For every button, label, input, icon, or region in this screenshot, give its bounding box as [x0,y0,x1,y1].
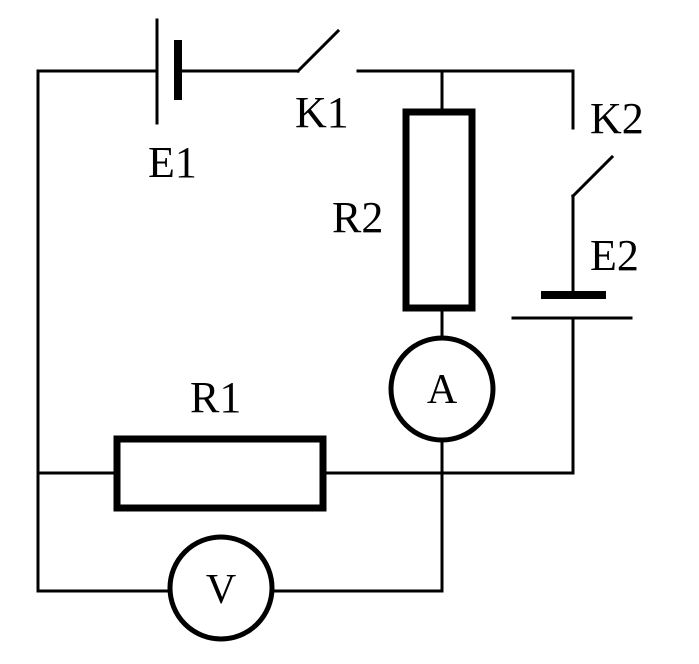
ammeter-label: A [427,367,458,413]
wires [36,69,575,593]
label-r2: R2 [332,193,383,242]
label-e1: E1 [148,138,197,187]
battery-e1 [155,18,182,125]
ammeter-circle [388,335,496,443]
label-k1: K1 [295,88,349,137]
switch-k2 [570,154,615,199]
resistor-r2 [402,108,476,312]
ammeter: A [388,335,496,443]
switch-k1 [295,28,341,74]
label-r1: R1 [190,373,241,422]
label-e2: E2 [590,231,639,280]
voltmeter-circle [167,534,275,642]
label-k2: K2 [590,94,644,143]
battery-e2 [511,291,633,320]
resistor-r1 [113,435,327,512]
voltmeter: V [167,534,275,642]
voltmeter-label: V [206,567,236,613]
